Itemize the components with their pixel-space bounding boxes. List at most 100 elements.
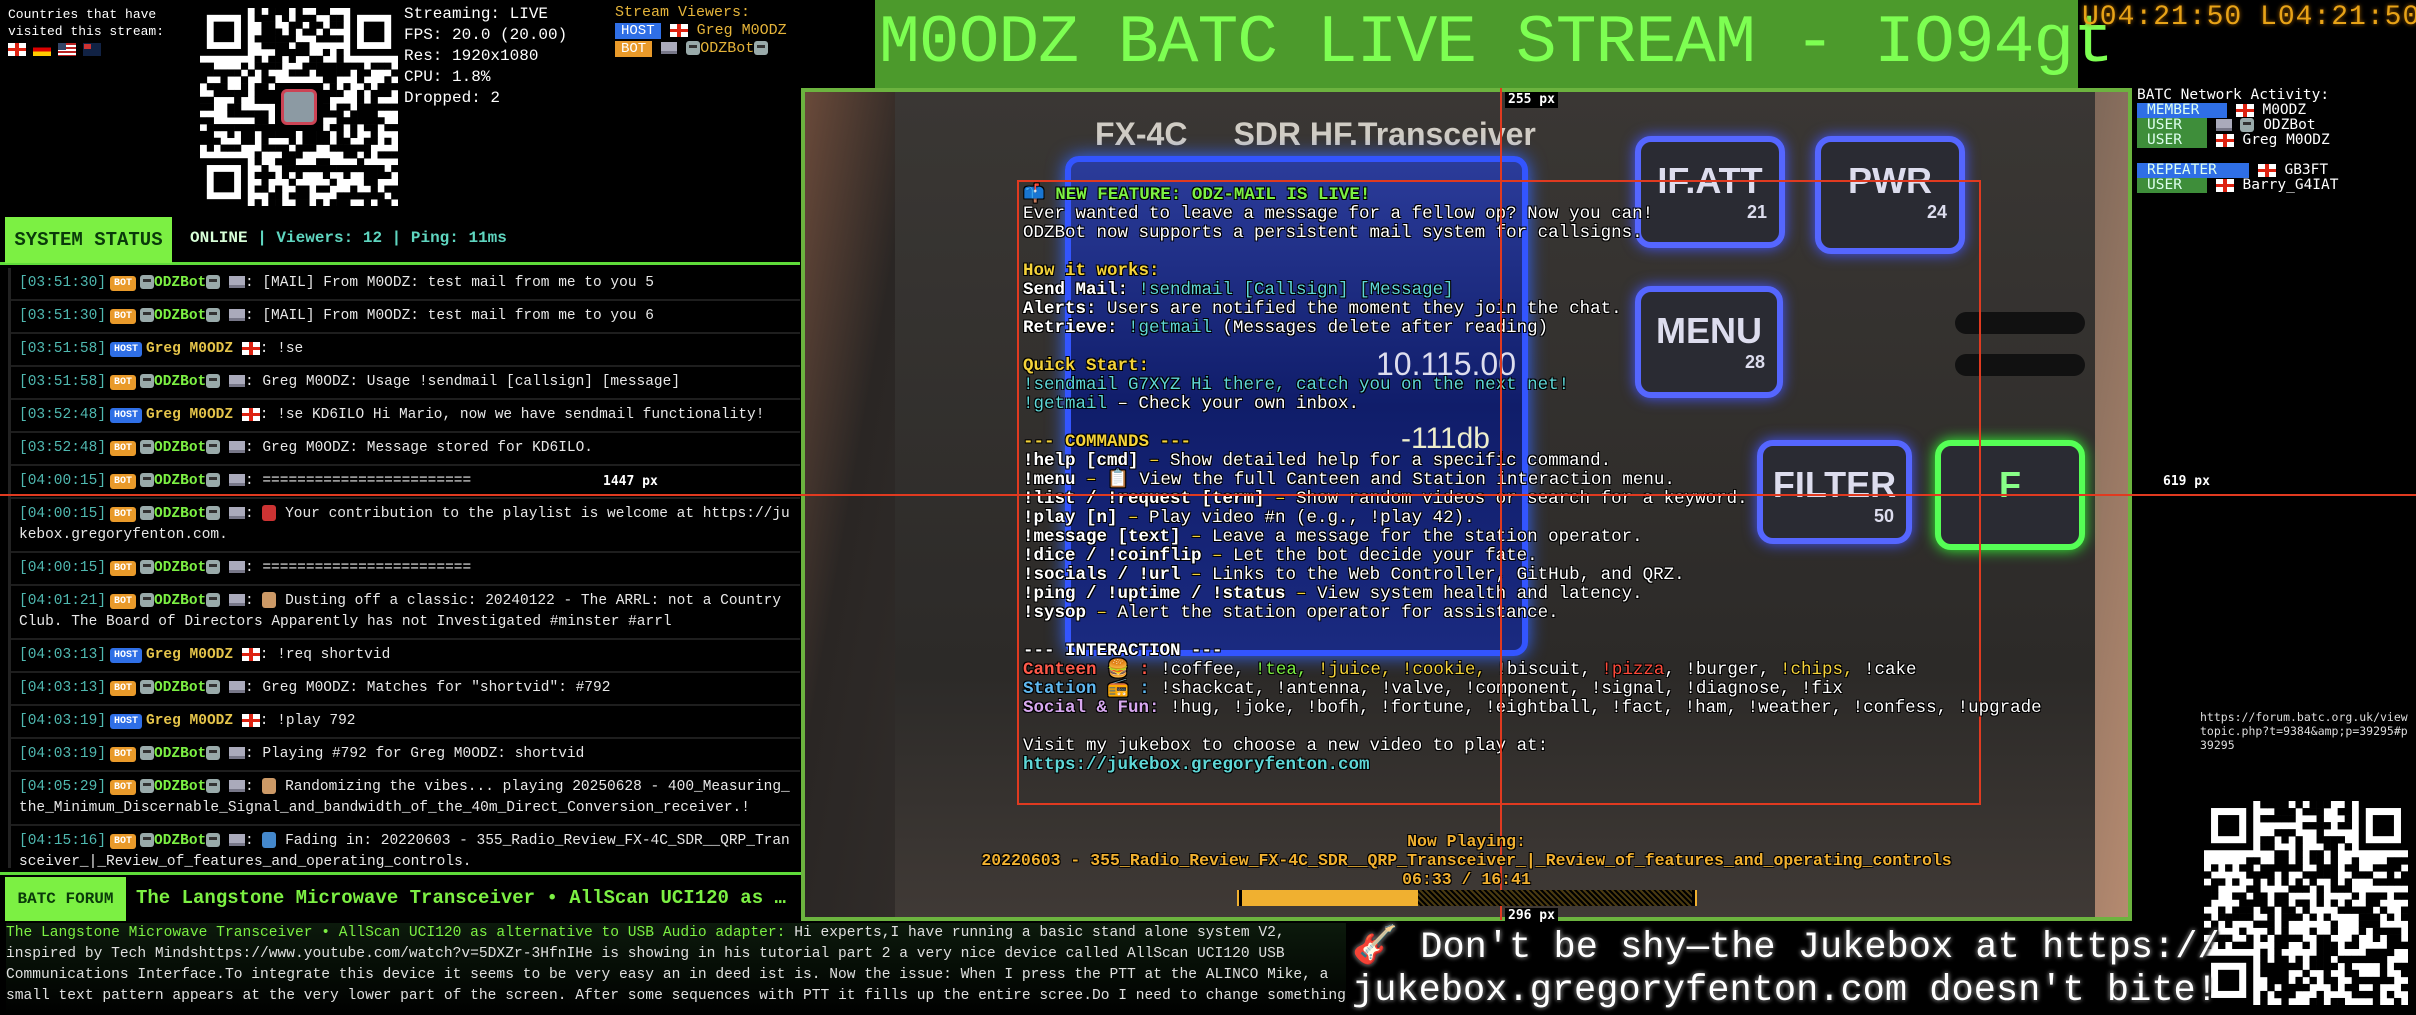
measure-guide-horizontal: [0, 494, 2416, 496]
countries-panel: Countries that have visited this stream:: [8, 6, 198, 56]
laptop-icon: [228, 474, 245, 487]
england-flag-icon: [2215, 178, 2234, 192]
overlay-segment: –: [1180, 527, 1213, 547]
overlay-segment: –: [1138, 451, 1171, 471]
overlay-segment: !getmail: [1128, 318, 1213, 338]
chat-text: [MAIL] From M0ODZ: test mail from me to …: [262, 308, 654, 324]
chat-author: ODZBot: [154, 779, 207, 795]
chat-author: ODZBot: [154, 593, 207, 609]
robot-icon: [206, 308, 221, 323]
overlay-segment: https://jukebox.gregoryfenton.com: [1023, 755, 1370, 775]
overlay-segment: !cookie,: [1401, 660, 1497, 680]
chat-time: [03:51:30]: [19, 308, 107, 324]
host-badge: HOST: [615, 23, 661, 39]
robot-icon: [206, 779, 221, 794]
country-flags: [8, 43, 198, 56]
overlay-segment: !cake: [1863, 660, 1917, 680]
host-badge: HOST: [110, 342, 143, 357]
overlay-segment: !help [cmd]: [1023, 451, 1139, 471]
overlay-segment: Ever wanted to leave a message for a fel…: [1023, 204, 1654, 224]
overlay-segment: !sendmail G7XYZ Hi there, catch you on t…: [1023, 375, 1570, 395]
forum-url[interactable]: https://forum.batc.org.uk/viewtopic.php?…: [2200, 710, 2408, 752]
chat-text: Greg M0ODZ: Matches for "shortvid": #792: [262, 680, 611, 696]
network-user: M0ODZ: [2262, 102, 2307, 118]
clock: U04:21:50 L04:21:50: [2082, 2, 2416, 33]
robot-icon: [206, 833, 221, 848]
bot-info-overlay: 📫 NEW FEATURE: ODZ-MAIL IS LIVE!Ever wan…: [1017, 180, 2042, 805]
overlay-segment: !shackcat, !antenna, !valve, !component,…: [1160, 679, 1843, 699]
overlay-segment: –: [1285, 584, 1318, 604]
forum-title[interactable]: The Langstone Microwave Transceiver • Al…: [136, 887, 786, 909]
robot-icon: [140, 275, 155, 290]
robot-icon: [140, 680, 155, 695]
overlay-segment: Quick Start:: [1023, 356, 1150, 376]
status-ping: | Ping: 11ms: [391, 229, 507, 247]
bot-badge: BOT: [110, 474, 137, 489]
network-user: Greg M0ODZ: [2242, 132, 2330, 148]
emoji-icon: [262, 778, 277, 795]
overlay-segment: Show random videos or search for a keywo…: [1296, 489, 1748, 509]
stat-cpu: CPU: 1.8%: [404, 68, 491, 86]
laptop-icon: [228, 747, 245, 760]
robot-icon: [206, 593, 221, 608]
robot-icon: [140, 308, 155, 323]
overlay-segment: --- INTERACTION ---: [1023, 641, 1223, 661]
bot-badge: BOT: [110, 780, 137, 795]
network-user: ODZBot: [2263, 117, 2316, 133]
network-entry: REPEATER GB3FT: [2137, 163, 2339, 178]
stream-qr-code: [200, 8, 399, 207]
robot-icon: [206, 275, 221, 290]
user-badge: USER: [2137, 118, 2207, 133]
member-badge: MEMBER: [2137, 103, 2227, 118]
host-badge: HOST: [110, 714, 143, 729]
stream-viewers: Stream Viewers: HOST Greg M0ODZ BOT ODZB…: [615, 4, 787, 58]
forum-qr-code: [2204, 801, 2409, 1006]
measure-label-top: 255 px: [1505, 92, 1558, 108]
chat-author: ODZBot: [154, 275, 207, 291]
overlay-segment: Let the bot decide your fate.: [1233, 546, 1538, 566]
chat-author: ODZBot: [154, 440, 207, 456]
robot-icon: [275, 83, 323, 131]
overlay-segment: –: [1264, 489, 1297, 509]
radio-brand: FX-4C: [1095, 116, 1188, 152]
overlay-line: Ever wanted to leave a message for a fel…: [1023, 205, 2042, 224]
overlay-line: Station 📻 : !shackcat, !antenna, !valve,…: [1023, 680, 2042, 699]
laptop-icon: [228, 561, 245, 574]
radio-signal: -111db: [1401, 422, 1490, 455]
chat-text: [MAIL] From M0ODZ: test mail from me to …: [262, 275, 654, 291]
chat-time: [04:03:13]: [19, 647, 107, 663]
robot-icon: [206, 746, 221, 761]
overlay-line: Quick Start:: [1023, 357, 2042, 376]
overlay-segment: Play video #n (e.g., !play 42).: [1149, 508, 1475, 528]
chat-author: ODZBot: [154, 680, 207, 696]
chat-time: [04:03:19]: [19, 746, 107, 762]
overlay-line: !sendmail G7XYZ Hi there, catch you on t…: [1023, 376, 2042, 395]
overlay-segment: !sendmail [Callsign] [Message]: [1138, 280, 1454, 300]
status-viewers: | Viewers: 12: [257, 229, 383, 247]
laptop-icon: [228, 594, 245, 607]
chat-author: Greg M0ODZ: [146, 713, 234, 729]
overlay-line: Visit my jukebox to choose a new video t…: [1023, 737, 2042, 756]
robot-icon: [686, 41, 701, 56]
overlay-segment: Social & Fun:: [1023, 698, 1171, 718]
stat-dropped: Dropped: 2: [404, 89, 501, 107]
host-badge: HOST: [110, 408, 143, 423]
robot-icon: [140, 560, 155, 575]
laptop-icon: [228, 309, 245, 322]
overlay-segment: Visit my jukebox to choose a new video t…: [1023, 736, 1549, 756]
viewer-bot: BOT ODZBot: [615, 40, 787, 58]
robot-icon: [206, 680, 221, 695]
chat-author: ODZBot: [154, 746, 207, 762]
chat-time: [04:00:15]: [19, 473, 107, 489]
radio-frequency: 10.115.00: [1376, 346, 1516, 382]
